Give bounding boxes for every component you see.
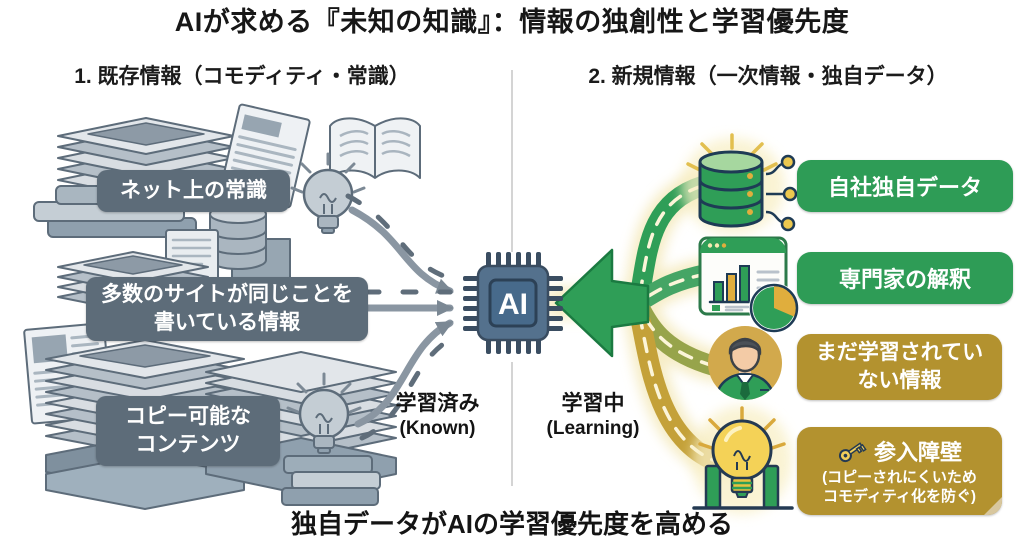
label-line: 書いている情報 xyxy=(153,311,301,334)
label-net-common-knowledge: ネット上の常識 xyxy=(97,170,290,212)
learning-arrow xyxy=(554,248,650,358)
label-duplicated-site-info: 多数のサイトが同じことを 書いている情報 xyxy=(86,277,368,341)
folded-corner xyxy=(984,497,1002,515)
label-line: コピー可能な xyxy=(125,404,251,428)
section-heading-existing-info: 1. 既存情報（コモディティ・常識） xyxy=(74,65,410,88)
box-own-data: 自社独自データ xyxy=(797,160,1013,212)
footer-conclusion: 独自データがAIの学習優先度を高める xyxy=(290,509,733,539)
green-database-icon xyxy=(686,133,798,232)
label-line: コンテンツ xyxy=(135,433,241,456)
status-learning: 学習中 (Learning) xyxy=(528,390,658,442)
box-line: ない情報 xyxy=(857,369,942,392)
status-known-en: (Known) xyxy=(399,418,476,440)
barrier-sub-line: (コピーされにくいため xyxy=(822,469,977,487)
barrier-sub-line: コモディティ化を防ぐ) xyxy=(822,488,977,505)
divider-line xyxy=(511,70,513,486)
label-copyable-content: コピー可能な コンテンツ xyxy=(96,396,280,466)
chip-label: AI xyxy=(498,288,528,321)
open-book-icon xyxy=(329,117,421,179)
book-pile-icon xyxy=(281,455,381,506)
known-info-arrows xyxy=(345,193,457,441)
box-unlearned-info: まだ学習されてい ない情報 xyxy=(797,334,1002,400)
gray-idea-bulb-icon xyxy=(290,152,366,234)
gray-idea-bulb-icon xyxy=(281,372,381,506)
page-title: AIが求める『未知の知識』：情報の独創性と学習優先度 xyxy=(174,7,850,37)
expert-avatar-icon xyxy=(708,326,782,400)
section-heading-new-info: 2. 新規情報（一次情報・独自データ） xyxy=(588,65,948,88)
ai-chip-icon: AI xyxy=(463,252,563,354)
key-icon xyxy=(838,442,867,463)
label-line: 多数のサイトが同じことを xyxy=(101,282,353,306)
box-expert-interpretation: 専門家の解釈 xyxy=(797,252,1013,304)
barrier-lightbulb-icon xyxy=(692,406,794,510)
box-entry-barrier: 参入障壁 (コピーされにくいため コモディティ化を防ぐ) xyxy=(797,427,1002,515)
status-known: 学習済み (Known) xyxy=(375,390,500,442)
status-known-jp: 学習済み xyxy=(395,392,480,415)
status-learning-jp: 学習中 xyxy=(561,392,625,415)
barrier-title: 参入障壁 xyxy=(873,440,962,466)
status-learning-en: (Learning) xyxy=(546,418,640,440)
box-line: まだ学習されてい xyxy=(815,340,984,364)
analytics-chart-icon xyxy=(698,236,799,333)
